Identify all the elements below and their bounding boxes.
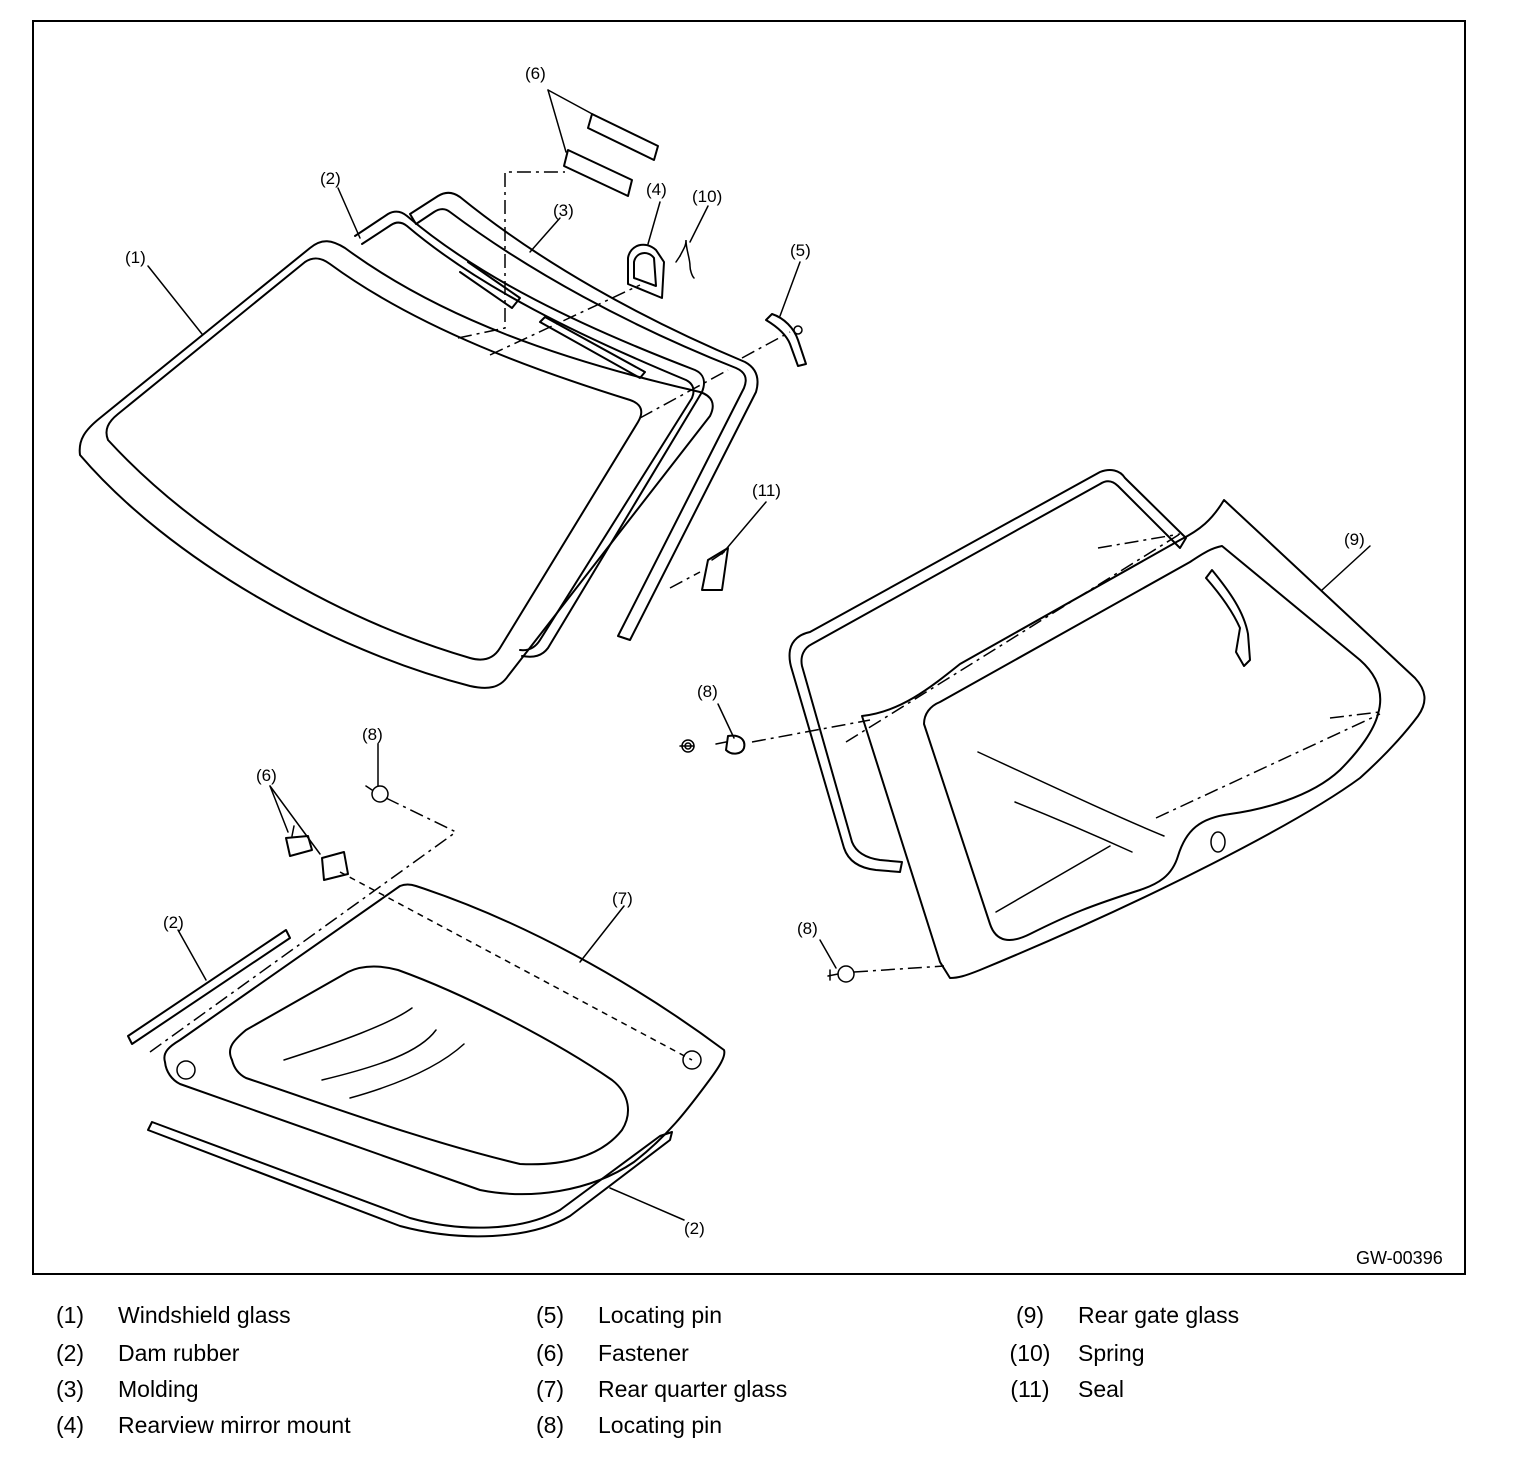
exploded-glass-diagram: (1) (2) (3) (6) (4) (10) (5) (11) (9) (8… [32,20,1466,1275]
legend-number: (11) [1010,1376,1050,1402]
legend-label: Windshield glass [118,1302,291,1328]
callout-fastener-top: (6) [525,64,546,83]
legend-label: Rear gate glass [1078,1302,1240,1328]
legend-label: Molding [118,1376,199,1402]
legend-label: Rear quarter glass [598,1376,788,1402]
legend-number: (5) [535,1302,565,1328]
legend-label: Seal [1078,1376,1125,1402]
legend-number: (3) [55,1376,85,1402]
legend-label: Fastener [598,1340,689,1366]
callout-locating-pin-top: (5) [790,241,811,260]
dam-rubber-upper [354,210,705,658]
callout-rear-gate-glass: (9) [1344,530,1365,549]
legend-label: Locating pin [598,1412,723,1438]
callout-seal: (11) [752,481,781,500]
legend-number: (10) [1009,1340,1051,1366]
legend-label: Spring [1078,1340,1145,1366]
callout-dam-rubber-quarter-upper: (2) [163,913,184,932]
parts-legend: (1) Windshield glass (2) Dam rubber (3) … [0,1298,1520,1458]
fastener-quarter [285,825,349,881]
locating-pin-quarter [365,785,389,803]
rear-gate-dam-rubber [788,469,1187,873]
rear-gate-glass [861,499,1426,979]
callout-dam-rubber-quarter-lower: (2) [684,1219,705,1238]
spring [675,239,695,279]
legend-number: (7) [535,1376,565,1402]
fastener-windshield [563,113,659,197]
rear-quarter-glass [163,883,726,1196]
windshield-glass [78,240,714,689]
molding [409,191,759,641]
callout-locating-pin-quarter: (8) [362,725,383,744]
legend-number: (4) [55,1412,85,1438]
callout-dam-rubber-top: (2) [320,169,341,188]
legend-number: (6) [535,1340,565,1366]
legend-number: (2) [55,1340,85,1366]
callout-locating-pin-gate-upper: (8) [697,682,718,701]
callout-fastener-quarter: (6) [256,766,277,785]
legend-number: (9) [1015,1302,1045,1328]
locating-pin-gate-lower [827,965,855,983]
rearview-mirror-mount [627,243,665,299]
legend-number: (1) [55,1302,85,1328]
legend-number: (8) [535,1412,565,1438]
legend-label: Locating pin [598,1302,723,1328]
figure-code: GW-00396 [1356,1248,1443,1268]
callout-rear-quarter-glass: (7) [612,889,633,908]
legend-label: Dam rubber [118,1340,240,1366]
callout-spring: (10) [692,187,722,206]
rear-quarter-dam-rubber-upper [127,929,291,1045]
seal [701,547,729,591]
callout-locating-pin-gate-lower: (8) [797,919,818,938]
callout-windshield-glass: (1) [125,248,146,267]
legend-label: Rearview mirror mount [118,1412,351,1438]
locating-pin-windshield [765,313,807,367]
locating-pin-gate-upper [679,734,746,755]
callout-mirror-mount: (4) [646,180,667,199]
diagram-frame [32,20,1466,1275]
rear-quarter-dam-rubber-lower [147,1121,673,1238]
callout-molding: (3) [553,201,574,220]
